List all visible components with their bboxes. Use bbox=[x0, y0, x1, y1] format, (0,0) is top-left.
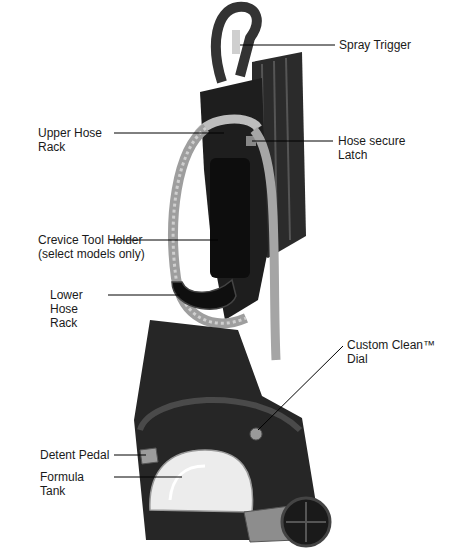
leader-line bbox=[114, 133, 224, 134]
part-label: Crevice Tool Holder (select models only) bbox=[38, 233, 166, 261]
dial bbox=[250, 428, 262, 440]
part-label: Custom Clean™ Dial bbox=[347, 338, 452, 366]
hose bbox=[254, 130, 276, 360]
wheel-spokes bbox=[286, 502, 326, 542]
part-label: Hose secure Latch bbox=[338, 134, 418, 162]
part-label: Upper Hose Rack bbox=[38, 126, 112, 154]
leader-line bbox=[252, 141, 333, 142]
part-label: Detent Pedal bbox=[40, 448, 112, 462]
handle bbox=[216, 7, 257, 82]
wheel bbox=[282, 498, 330, 546]
leader-line bbox=[114, 455, 146, 456]
leader-line bbox=[258, 346, 343, 430]
formula-tank bbox=[150, 450, 253, 512]
leader-lines bbox=[108, 45, 343, 477]
lower-hose-rack bbox=[172, 280, 236, 309]
leader-line bbox=[114, 477, 182, 478]
spray-trigger bbox=[232, 30, 240, 54]
crevice-tool-holder bbox=[210, 158, 250, 278]
part-label: Lower Hose Rack bbox=[50, 288, 106, 330]
leader-line bbox=[240, 45, 335, 46]
leader-line bbox=[108, 295, 180, 296]
part-label: Spray Trigger bbox=[339, 38, 449, 52]
base-arch bbox=[140, 400, 300, 430]
detent-pedal bbox=[140, 448, 158, 464]
part-label: Formula Tank bbox=[40, 470, 112, 498]
tank-highlight bbox=[170, 466, 205, 500]
column bbox=[200, 78, 268, 320]
